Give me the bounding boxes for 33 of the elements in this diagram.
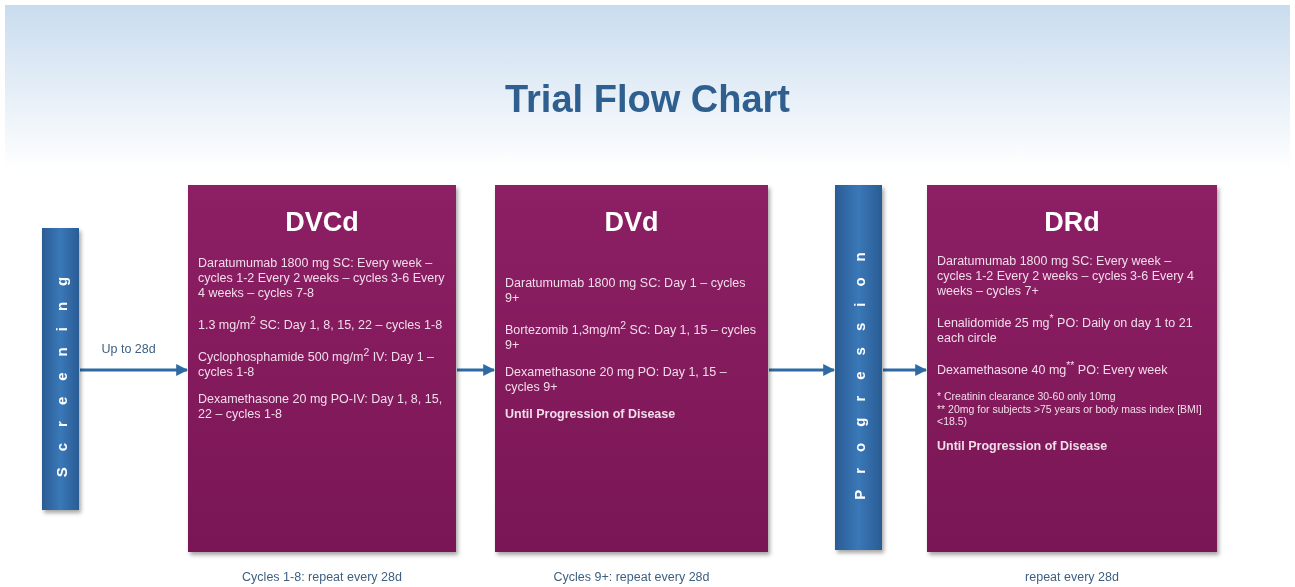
dosing-text: Until Progression of Disease xyxy=(937,439,1109,455)
treatment-arm-box xyxy=(495,185,768,552)
phase-bar xyxy=(42,228,79,510)
arrow xyxy=(457,364,496,376)
phase-label: Screening xyxy=(52,260,69,478)
dosing-text: Dexamethasone 20 mg PO: Day 1, 15 – cycles 9+ xyxy=(505,365,728,396)
dosing-text: Dexamethasone 40 mg$^{**}$ PO: Every week xyxy=(937,359,1169,379)
dosing-text: Daratumumab 1800 mg SC: Every week – cycles 1-2 Every 2 weeks – cycles 3-6 Every 4 weeks – cycles 7+ xyxy=(937,254,1196,299)
arm-heading: DVd xyxy=(603,207,660,238)
phase-bar xyxy=(835,185,882,550)
dosing-text: Cyclophosphamide 500 mg/m$^{2}$ IV: Day 1 – cycles 1-8 xyxy=(198,346,435,381)
cycle-note: repeat every 28d xyxy=(1024,570,1120,584)
dosing-text: Daratumumab 1800 mg SC: Every week – cycles 1-2 Every 2 weeks – cycles 3-6 Every 4 weeks – cycles 7-8 xyxy=(198,256,446,301)
arm-heading: DRd xyxy=(1043,207,1101,238)
edge-label: Up to 28d xyxy=(101,342,156,356)
dosing-text: Daratumumab 1800 mg SC: Day 1 – cycles 9+ xyxy=(505,276,747,306)
cycle-note: Cycles 1-8: repeat every 28d xyxy=(241,570,403,584)
arm-heading: DVCd xyxy=(284,207,360,238)
phase-label: Progression xyxy=(850,235,867,500)
arrow xyxy=(883,364,928,376)
dosing-text: Bortezomib 1,3mg/m$^{2}$ SC: Day 1, 15 – cycles 9+ xyxy=(505,319,758,354)
arrow xyxy=(769,364,836,376)
dosing-text: Dexamethasone 20 mg PO-IV: Day 1, 8, 15, 22 – cycles 1-8 xyxy=(198,392,444,423)
dosing-text: Until Progression of Disease xyxy=(505,407,677,423)
cycle-note: Cycles 9+: repeat every 28d xyxy=(552,570,711,584)
arrow xyxy=(80,364,189,376)
treatment-arm-box xyxy=(927,185,1217,552)
footnote: * Creatinin clearance 30-60 only 10mg xyxy=(937,390,1117,403)
dosing-text: Lenalidomide 25 mg$^{*}$ PO: Daily on day 1 to 21 each circle xyxy=(937,312,1194,347)
title: Trial Flow Chart xyxy=(504,78,790,121)
footnote: ** 20mg for subjects >75 years or body mass index [BMI] <18.5) xyxy=(937,403,1203,428)
dosing-text: 1.3 mg/m$^{2}$ SC: Day 1, 8, 15, 22 – cycles 1-8 xyxy=(198,314,444,334)
treatment-arm-box xyxy=(188,185,456,552)
